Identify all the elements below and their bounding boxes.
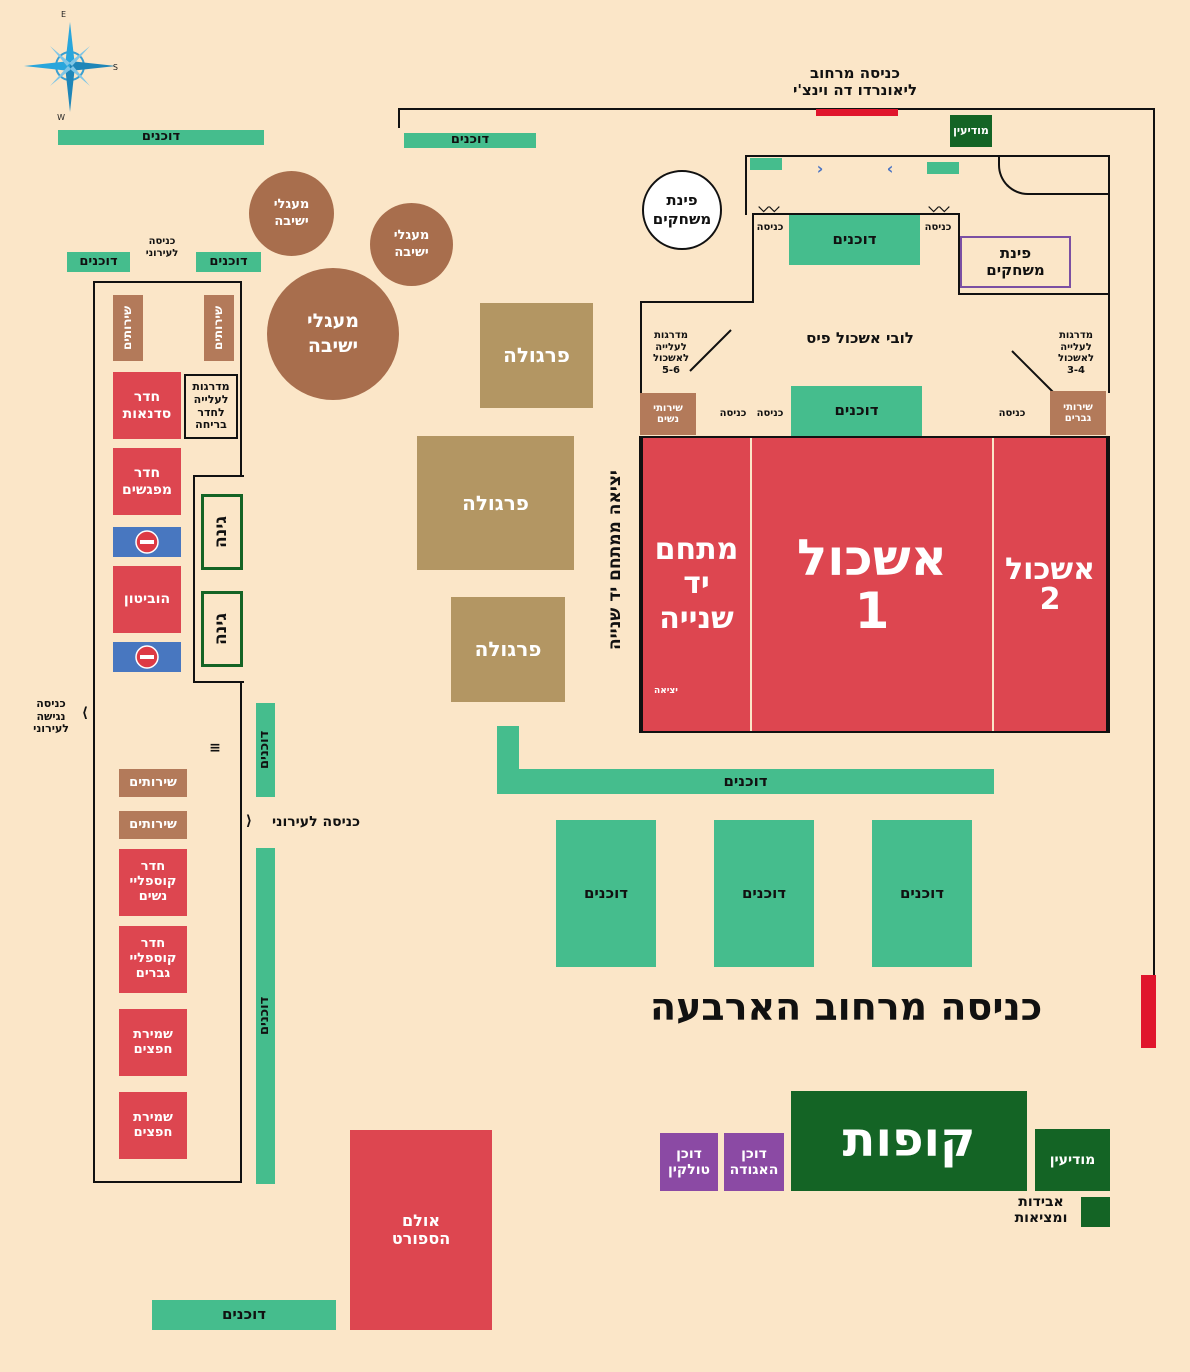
pergola-3[interactable]: פרגולה [451,597,565,702]
play-corner-room[interactable]: פינת משחקים [960,236,1071,288]
halls-outline [639,436,1110,733]
lost-found-marker [1081,1197,1110,1227]
arrow-icon: ‹ [816,159,824,178]
booths-top-left[interactable]: דוכנים [58,129,264,145]
storage-room-2[interactable]: שמירת חפצים [119,1092,187,1159]
seating-circle-2[interactable]: מעגלי ישיבה [370,203,453,286]
booths-block-2[interactable]: דוכנים [714,820,814,967]
wall [958,293,1110,295]
wall [640,301,642,401]
entrance-town-label: כניסה לעירוני [145,236,179,259]
door-icon: ⟩ [81,705,89,721]
exit-label: יציאה [654,686,678,696]
compass-w: W [57,113,65,122]
small-booth[interactable] [750,158,782,170]
booths-left-small[interactable]: דוכנים [67,252,130,272]
curve-wall [998,155,1110,195]
entrance-label: כניסה [756,408,784,419]
no-entry-icon [135,645,159,669]
workshops-room[interactable]: חדר סדנאות [113,372,181,439]
toilets-1[interactable]: שירותים [113,295,143,361]
seating-circle-1[interactable]: מעגלי ישיבה [249,171,334,256]
stairs-icon: ≡ [209,740,221,756]
wall [752,213,754,303]
tolkien-booth[interactable]: דוכן טולקין [660,1133,718,1191]
wall [752,213,960,215]
wall [1108,155,1110,295]
booths-side-2[interactable]: דוכנים [256,848,275,1184]
entrance-marker-arbaa [1141,975,1156,1048]
info-desk-bottom[interactable]: מודיעין [1035,1129,1110,1191]
hobbyton-room[interactable]: הוביטון [113,566,181,633]
yad-shniya-hall[interactable]: מתחם יד שנייה [641,438,750,731]
route-line-right [1153,108,1155,978]
booths-lobby[interactable]: דוכנים [791,386,922,436]
info-desk-top[interactable]: מודיעין [950,115,992,147]
route-line-left [398,108,400,128]
wall [640,301,754,303]
cosplay-women-room[interactable]: חדר קוספליי נשים [119,849,187,916]
aguda-booth[interactable]: דוכן האגודה [724,1133,784,1191]
garden-2[interactable]: גינה [201,591,243,667]
seating-circle-3[interactable]: מעגלי ישיבה [267,268,399,400]
garden-1[interactable]: גינה [201,494,243,570]
compass-s: S [113,63,118,72]
booths-strip[interactable]: דוכנים [497,769,994,794]
wall [958,213,960,295]
wall [745,155,747,215]
entrance-label: כניסה [998,408,1026,419]
eshkol-1-hall[interactable]: אשכול 1 [752,438,992,731]
door-icon: ⟨ [245,813,253,829]
toilets-4[interactable]: שירותים [119,811,187,839]
entrance-leonardo-label: כניסה מרחוב ליאונרדו דה וינצ'י [792,64,918,100]
pergola-1[interactable]: פרגולה [480,303,593,408]
small-booth[interactable] [927,162,959,174]
route-line-top [398,108,1155,110]
booths-lobby-top[interactable]: דוכנים [789,215,920,265]
women-toilets[interactable]: שירותי נשים [640,393,696,435]
eshkol-2-hall[interactable]: אשכול 2 [994,438,1108,731]
left-building [93,281,242,1183]
toilets-3[interactable]: שירותים [119,769,187,797]
lobby-label: לובי אשכול פיס [806,329,914,347]
booths-top-center[interactable]: דוכנים [404,132,536,148]
accessible-entrance-label: כניסה נגישה לעירוני [33,697,69,736]
wall [1108,293,1110,393]
entrance-marker-leonardo [816,109,898,116]
play-corner-circle[interactable]: פינת משחקים [642,170,722,250]
entrance-label: כניסה [756,222,784,233]
booths-block-3[interactable]: דוכנים [872,820,972,967]
storage-room-1[interactable]: שמירת חפצים [119,1009,187,1076]
cosplay-men-room[interactable]: חדר קוספליי גברים [119,926,187,993]
pergola-2[interactable]: פרגולה [417,436,574,570]
men-toilets[interactable]: שירותי גברים [1050,391,1106,435]
escape-stairs[interactable]: מדרגות לעלייה לחדר בריחה [184,374,238,439]
booths-bottom[interactable]: דוכנים [152,1300,336,1330]
compass-rose-icon: E W N S [24,10,118,122]
meetings-room[interactable]: חדר מפגשים [113,448,181,515]
no-entry-sign [113,527,181,557]
booths-side-1[interactable]: דוכנים [256,703,275,797]
booths-left-small[interactable]: דוכנים [196,252,261,272]
stairs-34-label: מדרגות לעלייה לאשכול 3-4 [1057,330,1095,376]
left-building-notch [193,475,244,683]
entrance-label: כניסה [924,222,952,233]
entrance-arbaa-label: כניסה מרחוב הארבעה [650,985,1043,1029]
lost-found-label: אבידות ומציאות [1014,1194,1068,1227]
toilets-2[interactable]: שירותים [204,295,234,361]
no-entry-icon [135,530,159,554]
entrance-town-side-label: כניסה לעירוני [271,814,361,830]
door-icon: ⌵⌵ [758,200,780,216]
stairs-56-label: מדרגות לעלייה לאשכול 5-6 [652,330,690,376]
door-icon: ⌵⌵ [928,200,950,216]
tickets-box[interactable]: קופות [791,1091,1027,1191]
sport-hall[interactable]: אולם הספורט [350,1130,492,1330]
booths-block-1[interactable]: דוכנים [556,820,656,967]
exit-yad-shniya-label: יציאה ממתחם יד שנייה [605,470,625,650]
compass-e: E [61,10,66,19]
entrance-label: כניסה [719,408,747,419]
arrow-icon: › [886,159,894,178]
no-entry-sign [113,642,181,672]
